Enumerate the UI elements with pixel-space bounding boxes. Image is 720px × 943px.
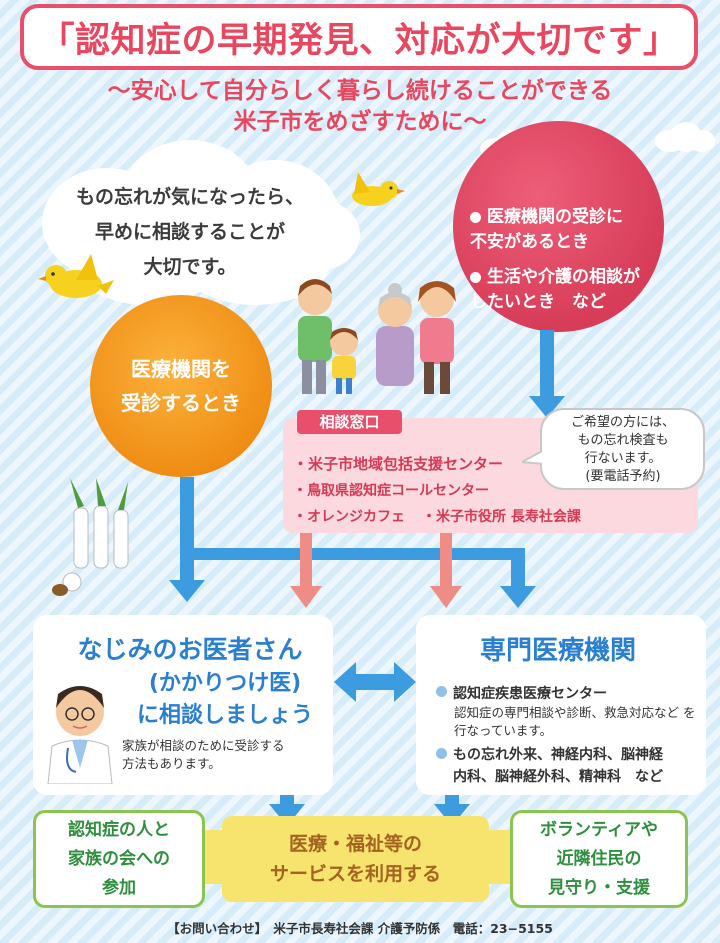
- family-group-box: 認知症の人と 家族の会への 参加: [33, 810, 205, 908]
- speech-bubble: [540, 408, 705, 490]
- consult-item: ・米子市地域包括支援センター: [293, 455, 504, 473]
- arrow-line: [180, 548, 525, 560]
- cloud-message: もの忘れが気になったら、 早めに相談することが 大切です。: [75, 186, 304, 278]
- services-text: 医療・福祉等の サービスを利用する: [269, 833, 441, 885]
- family-illustration: [298, 279, 456, 394]
- arrow-down-icon: [500, 586, 536, 608]
- volunteer-text: ボランティアや 近隣住民の 見守り・支援: [540, 819, 658, 898]
- page-title: 「認知症の早期発見、対応が大切です」: [39, 20, 679, 61]
- specialist-panel: [416, 615, 706, 795]
- consult-item: ・鳥取県認知症コールセンター: [293, 483, 489, 499]
- specialist-title: 専門医療機関: [479, 636, 636, 666]
- bullet-icon: [436, 686, 447, 697]
- arrow-down-icon: [430, 586, 462, 608]
- consult-item: ・オレンジカフェ: [293, 509, 405, 525]
- volunteer-box: ボランティアや 近隣住民の 見守り・支援: [510, 810, 688, 908]
- consult-item: ・米子市役所 長寿社会課: [422, 509, 581, 525]
- double-arrow-icon: [334, 662, 416, 702]
- arrow-line: [511, 548, 525, 588]
- title-box: 「認知症の早期発見、対応が大切です」: [20, 4, 698, 70]
- specialist-item: もの忘れ外来、神経内科、脳神経 内科、脳神経外科、精神科 など: [453, 747, 663, 785]
- family-doctor-note: 家族が相談のために受診する 方法もあります。: [122, 738, 285, 771]
- specialist-item: 認知症疾患医療センター: [453, 686, 607, 702]
- services-box: 医療・福祉等の サービスを利用する: [222, 816, 489, 902]
- arrow-line: [540, 330, 554, 400]
- arrow-line: [300, 533, 312, 589]
- leek-illustration: [52, 478, 129, 596]
- bullet-icon: [470, 211, 481, 223]
- orange-circle-text: 医療機関を 受診するとき: [121, 357, 241, 415]
- bullet-icon: [470, 271, 481, 283]
- consult-tag: 相談窓口: [297, 410, 402, 434]
- pink-circle: [453, 121, 664, 332]
- bubble-tail: [522, 448, 546, 468]
- family-doctor-subtitle: (かかりつけ医) に相談しましょう: [136, 671, 313, 728]
- family-doctor-title: なじみのお医者さん: [77, 635, 303, 664]
- pink-item: 医療機関の受診に 不安があるとき: [470, 207, 623, 252]
- small-cloud: [655, 122, 715, 152]
- doctor-icon: [47, 686, 113, 784]
- arrow-line: [440, 533, 452, 589]
- subtitle: 〜安心して自分らしく暮らし続けることができる 米子市をめざすために〜: [107, 78, 613, 135]
- arrow-down-icon: [169, 580, 205, 602]
- orange-circle: 医療機関を 受診するとき: [90, 295, 272, 477]
- family-group-text: 認知症の人と 家族の会への 参加: [68, 819, 170, 898]
- specialist-item-desc: 認知症の専門相談や診断、救急対応など を行なっています。: [454, 705, 696, 738]
- pink-item: 生活や介護の相談が したいとき など: [470, 267, 640, 312]
- bullet-icon: [436, 748, 447, 759]
- bird-icon: [38, 254, 114, 298]
- contact-footer: 【お問い合わせ】 米子市長寿社会課 介護予防係 電話：23−5155: [167, 921, 553, 936]
- bubble-text: ご希望の方には、 もの忘れ検査も 行ないます。 (要電話予約): [570, 415, 675, 484]
- bird-icon: [352, 172, 405, 206]
- arrow-down-icon: [290, 586, 322, 608]
- arrow-line: [180, 477, 194, 582]
